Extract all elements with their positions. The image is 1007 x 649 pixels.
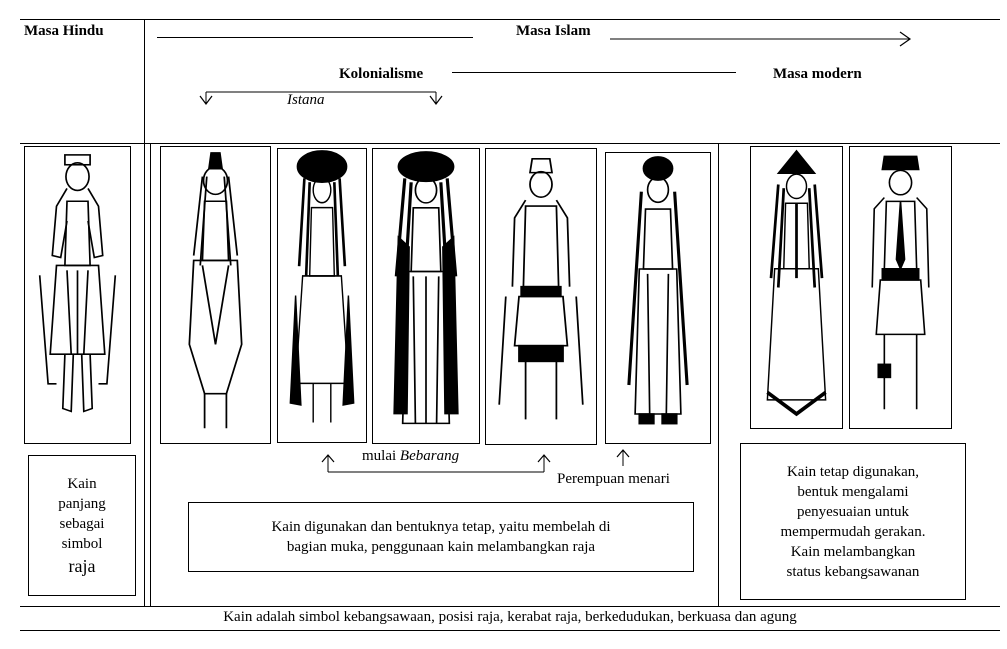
figure-islam-4 xyxy=(485,148,597,445)
mulai-bebarang-label: mulai Bebarang xyxy=(362,448,459,465)
mulai-text: mulai xyxy=(362,448,397,464)
kolonialisme-line xyxy=(452,72,736,73)
modern-box-line-2: bentuk mengalami xyxy=(797,483,909,500)
column-divider-islam xyxy=(150,143,151,606)
hindu-box-line-3: sebagai xyxy=(59,515,105,532)
islam-description-box: Kain digunakan dan bentuknya tetap, yait… xyxy=(188,502,694,572)
kolonialisme-header: Kolonialisme xyxy=(339,66,424,82)
column-divider-hindu xyxy=(144,19,145,606)
hindu-box-line-1: Kain xyxy=(67,475,97,492)
hindu-box-line-2: panjang xyxy=(58,495,106,512)
modern-description-box: Kain tetap digunakan, bentuk mengalami p… xyxy=(740,443,966,600)
figure-modern-2 xyxy=(849,146,952,429)
masa-hindu-header: Masa Hindu xyxy=(24,23,104,39)
perempuan-menari-label: Perempuan menari xyxy=(557,471,670,487)
hindu-description-box: Kain panjang sebagai simbol raja xyxy=(28,455,136,596)
figure-islam-3 xyxy=(372,148,480,444)
bebarang-text: Bebarang xyxy=(399,448,460,464)
bebarang-bracket xyxy=(321,454,551,473)
islam-box-line-1: Kain digunakan dan bentuknya tetap, yait… xyxy=(271,519,611,535)
table-top-border xyxy=(20,19,1000,20)
figure-islam-dancer xyxy=(605,152,711,444)
masa-modern-header: Masa modern xyxy=(773,66,862,82)
table-bottom-border xyxy=(20,630,1000,631)
modern-box-line-4: mempermudah gerakan. xyxy=(780,523,926,540)
figure-islam-2 xyxy=(277,148,367,443)
islam-box-line-2: bagian muka, penggunaan kain melambangka… xyxy=(286,539,596,555)
modern-box-line-3: penyesuaian untuk xyxy=(796,503,910,520)
footer-row-top-border xyxy=(20,606,1000,607)
masa-islam-arrow xyxy=(610,31,912,47)
figure-modern-1 xyxy=(750,146,843,429)
column-divider-modern xyxy=(718,143,719,606)
istana-label: Istana xyxy=(287,92,325,108)
hindu-box-line-4: simbol xyxy=(61,535,103,552)
footer-summary: Kain adalah simbol kebangsawaan, posisi … xyxy=(223,609,797,625)
modern-box-line-6: status kebangsawanan xyxy=(786,563,920,580)
hindu-box-line-5: raja xyxy=(68,555,96,576)
perempuan-arrow xyxy=(616,449,630,466)
header-row-bottom-border xyxy=(20,143,1000,144)
masa-islam-line-left xyxy=(157,37,473,38)
modern-box-line-5: Kain melambangkan xyxy=(790,543,916,560)
figure-islam-1 xyxy=(160,146,271,444)
masa-islam-header: Masa Islam xyxy=(516,23,591,39)
figure-hindu-king xyxy=(24,146,131,444)
istana-bracket xyxy=(199,91,443,105)
modern-box-line-1: Kain tetap digunakan, xyxy=(786,463,920,480)
